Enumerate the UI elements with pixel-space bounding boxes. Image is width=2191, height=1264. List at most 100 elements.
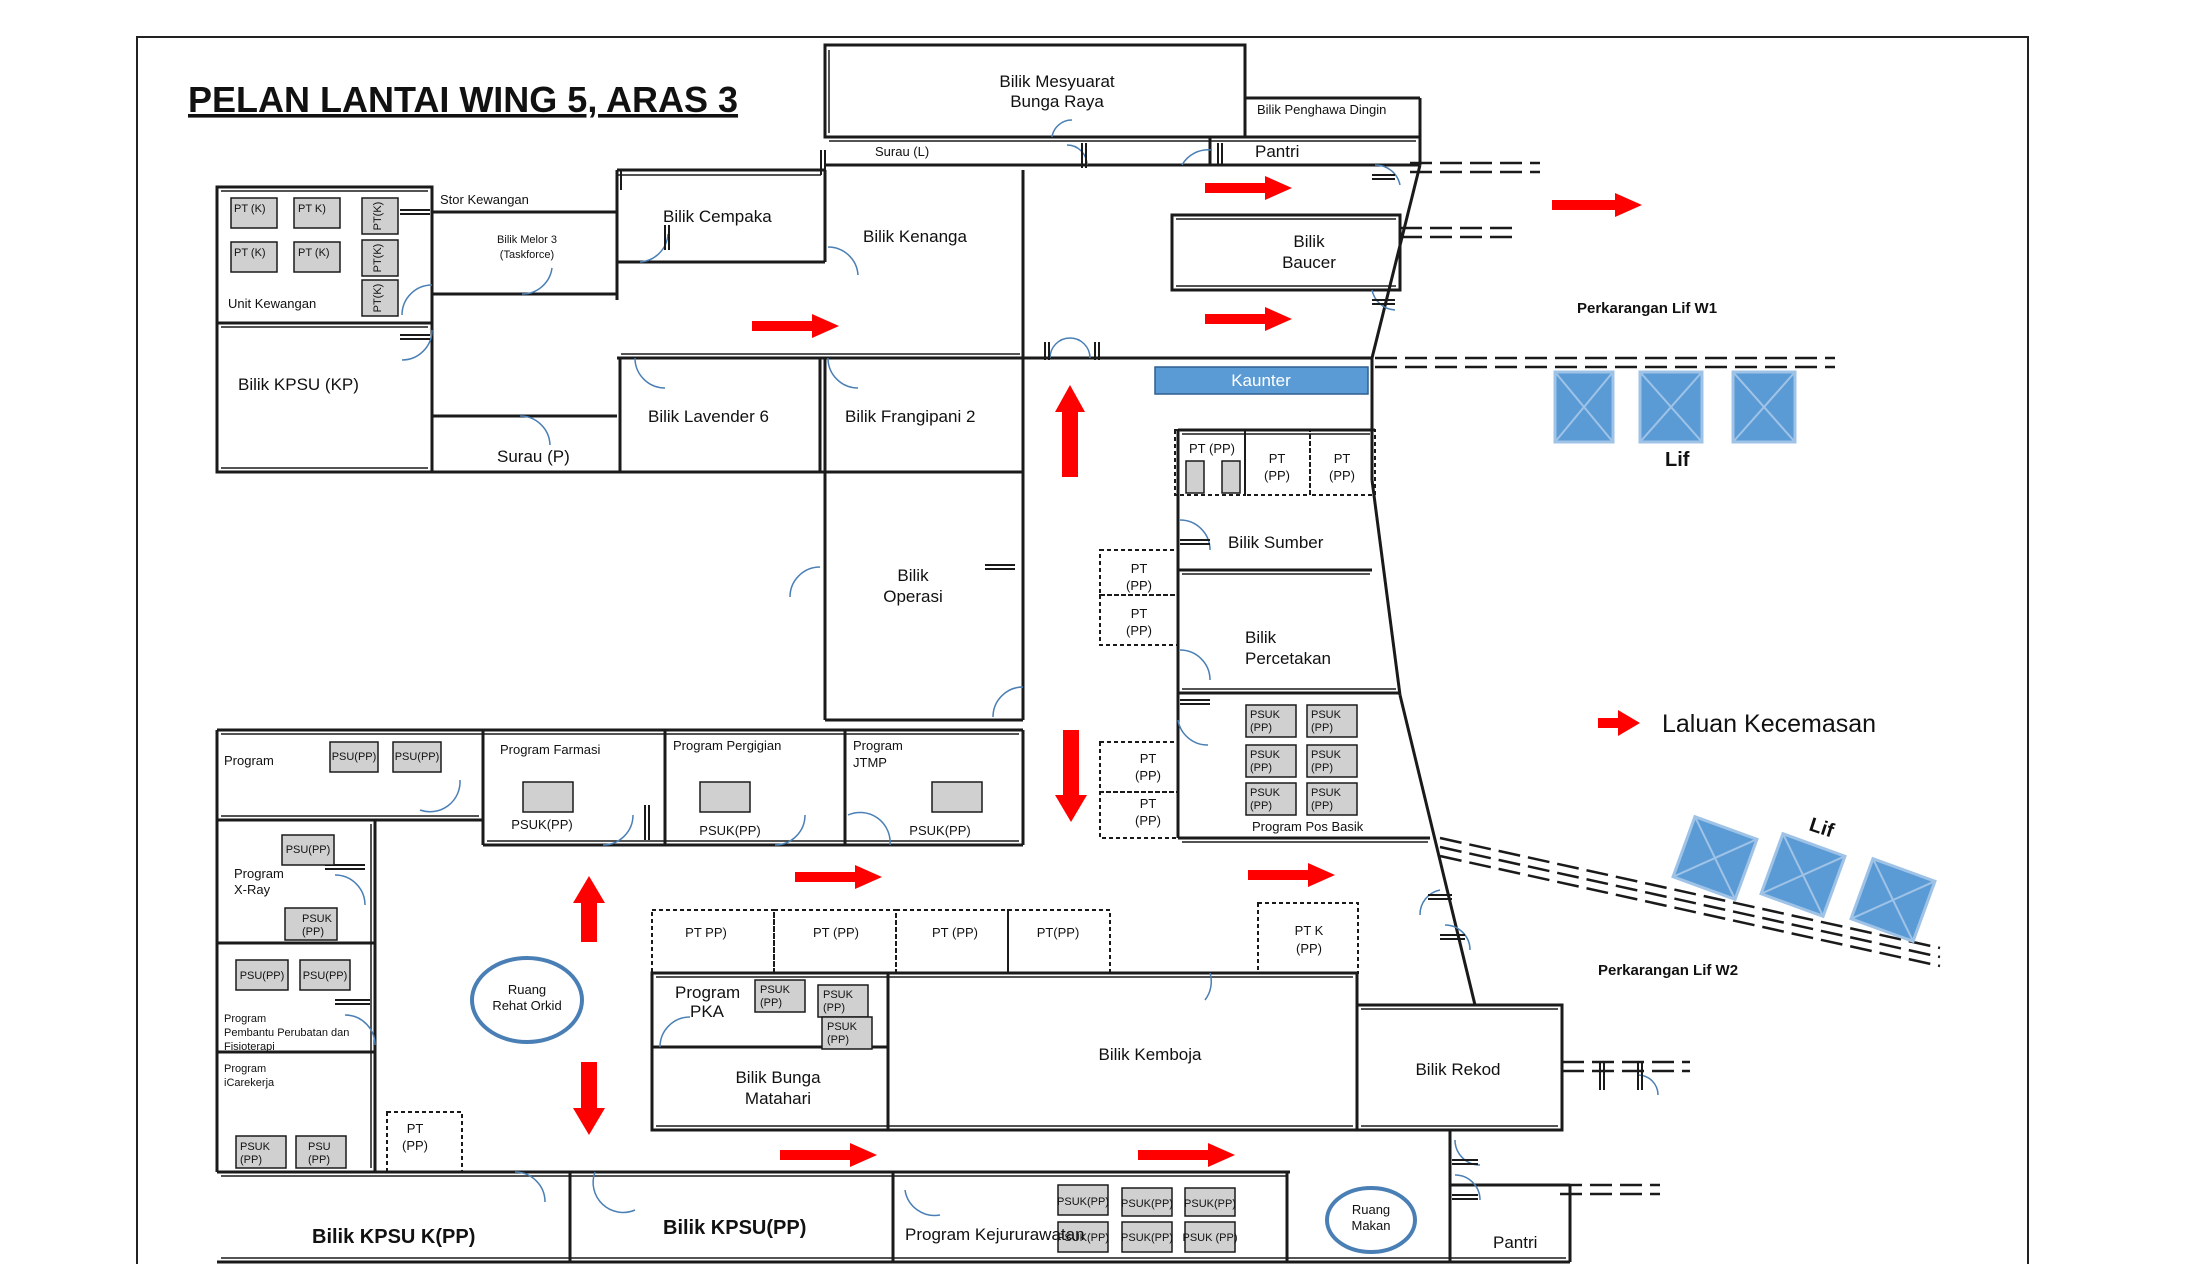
furniture-label: (PP) xyxy=(1264,468,1290,483)
furniture-label: PT (PP) xyxy=(813,925,859,940)
lift-area-label-w2: Perkarangan Lif W2 xyxy=(1598,962,1738,979)
room-label: Bunga Raya xyxy=(1010,92,1104,111)
round-tables xyxy=(470,956,1417,1254)
furniture-label: (PP) xyxy=(1250,762,1272,774)
room-label: Baucer xyxy=(1282,253,1336,272)
emergency-arrow xyxy=(752,314,839,338)
lift-shaft xyxy=(1553,370,1615,444)
furniture-label: PSUK (PP) xyxy=(1182,1232,1237,1244)
furniture-label: (PP) xyxy=(1311,762,1333,774)
furniture-label: PT xyxy=(407,1121,424,1136)
furniture-label: PSUK xyxy=(1250,787,1281,799)
walls xyxy=(215,43,1572,1264)
lift-area-label-w1: Perkarangan Lif W1 xyxy=(1577,300,1717,317)
room-label: Bilik Rekod xyxy=(1415,1060,1500,1079)
furniture-label: (PP) xyxy=(1311,722,1333,734)
furniture-label: PT xyxy=(1131,561,1148,576)
room-label: Ruang xyxy=(508,982,546,997)
furniture-label: (PP) xyxy=(308,1154,330,1166)
emergency-arrow xyxy=(1055,385,1085,477)
furniture-label: (PP) xyxy=(1126,578,1152,593)
room-label: Bilik Kemboja xyxy=(1099,1045,1203,1064)
furniture-label: PSU(PP) xyxy=(240,970,285,982)
room-label: PKA xyxy=(690,1002,725,1021)
room-label: Program Pergigian xyxy=(673,738,781,753)
furniture-label: (PP) xyxy=(1296,941,1322,956)
door-swings xyxy=(334,119,1659,1217)
room-label: Fisioterapi xyxy=(224,1041,275,1053)
furniture-label: PSUK xyxy=(760,984,791,996)
room-label: Bilik KPSU(PP) xyxy=(663,1217,806,1239)
room-label: Bilik Frangipani 2 xyxy=(845,407,975,426)
room-label: Rehat Orkid xyxy=(492,998,561,1013)
room-label: Bilik Lavender 6 xyxy=(648,407,769,426)
emergency-arrow xyxy=(1138,1143,1235,1167)
furniture-label: PT xyxy=(1140,796,1157,811)
room-label: Bilik Sumber xyxy=(1228,533,1324,552)
room-label: Pantri xyxy=(1493,1233,1537,1252)
room-label: Bilik Mesyuarat xyxy=(999,72,1115,91)
furniture-label: PSUK xyxy=(240,1141,271,1153)
room-label: Operasi xyxy=(883,587,943,606)
room-label: JTMP xyxy=(853,755,887,770)
furniture-label: (PP) xyxy=(1135,813,1161,828)
furniture xyxy=(230,197,1358,1253)
emergency-arrows xyxy=(573,176,1642,1167)
lift-shaft xyxy=(1759,831,1847,919)
legend-label: Laluan Kecemasan xyxy=(1662,710,1876,738)
furniture-label: (PP) xyxy=(402,1138,428,1153)
furniture-label: (PP) xyxy=(1135,768,1161,783)
room-label: Bilik KPSU K(PP) xyxy=(312,1226,475,1248)
emergency-arrow xyxy=(1055,730,1087,822)
furniture-label: PT xyxy=(1131,606,1148,621)
lift-group-w2 xyxy=(1671,814,1937,944)
cubicles-dashed xyxy=(386,429,1376,1173)
furniture-label: PSUK xyxy=(1250,749,1281,761)
furniture-label: (PP) xyxy=(760,997,782,1009)
furniture-label: PSUK xyxy=(302,913,333,925)
emergency-arrow xyxy=(795,865,882,889)
room-label: Surau (P) xyxy=(497,447,570,466)
furniture-label: PSUK(PP) xyxy=(511,817,572,832)
furniture-label: PSUK xyxy=(1311,749,1342,761)
furniture-label: PSUK(PP) xyxy=(1057,1196,1109,1208)
furniture-label: PSUK xyxy=(1311,787,1342,799)
emergency-arrow xyxy=(1205,176,1292,200)
furniture-label: PSUK(PP) xyxy=(699,823,760,838)
kaunter-bar xyxy=(1154,366,1369,395)
furniture-label: PSU xyxy=(308,1141,331,1153)
furniture-label: (PP) xyxy=(1126,623,1152,638)
furniture-label: (PP) xyxy=(1250,800,1272,812)
exterior-lines xyxy=(1375,161,1941,1196)
room-labels: Bilik Mesyuarat Bunga Raya Bilik Penghaw… xyxy=(224,72,1537,1252)
lift-shaft xyxy=(1638,370,1704,444)
furniture-label: PSUK xyxy=(1250,709,1281,721)
room-label: Percetakan xyxy=(1245,649,1331,668)
room-label: Program Farmasi xyxy=(500,742,601,757)
emergency-arrow xyxy=(1552,193,1642,217)
lift-label: Lif xyxy=(1806,814,1836,843)
room-label: Bilik KPSU (KP) xyxy=(238,375,359,394)
furniture-label: PT(PP) xyxy=(1037,925,1080,940)
lift-group-w1 xyxy=(1553,370,1797,444)
lift-shaft xyxy=(1671,814,1759,902)
room-label: Ruang xyxy=(1352,1202,1390,1217)
room-label: Program Pos Basik xyxy=(1252,819,1364,834)
furniture-label: PSUK(PP) xyxy=(1057,1232,1109,1244)
furniture-label: PT(K) xyxy=(372,244,384,273)
furniture-label: PT(K) xyxy=(372,284,384,313)
kaunter-label: Kaunter xyxy=(1231,371,1291,390)
room-label: Bilik xyxy=(897,566,929,585)
room-label: Bilik Bunga xyxy=(735,1068,821,1087)
furniture-label: PT K xyxy=(1295,923,1324,938)
furniture-label: PSUK(PP) xyxy=(909,823,970,838)
furniture-label: PSUK xyxy=(823,989,854,1001)
room-label: Unit Kewangan xyxy=(228,296,316,311)
double-walls xyxy=(221,50,1566,1259)
furniture-label: PT (PP) xyxy=(932,925,978,940)
room-label: Pembantu Perubatan dan xyxy=(224,1027,349,1039)
room-label: Program Kejururawatan xyxy=(905,1225,1085,1244)
furniture-label: PT PP) xyxy=(685,925,727,940)
furniture-label: PSU(PP) xyxy=(286,844,331,856)
